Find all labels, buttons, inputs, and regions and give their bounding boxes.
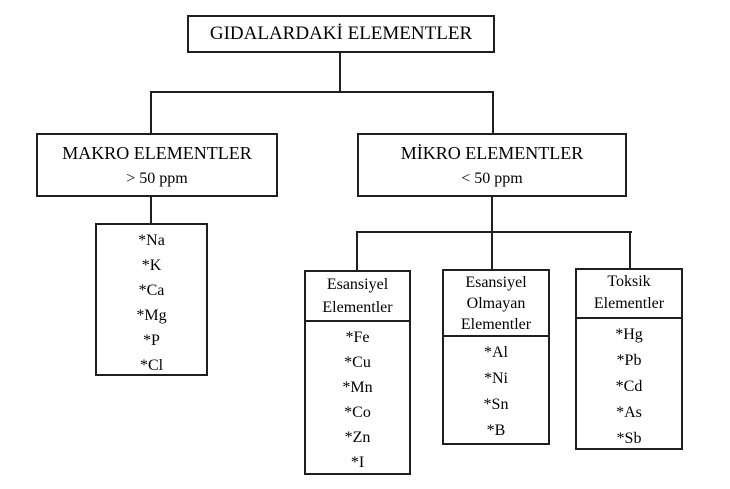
element-item: *Ca — [138, 282, 165, 299]
makro-element-list: *Na *K *Ca *Mg *P *Cl — [95, 223, 208, 376]
element-item: *Mg — [136, 307, 167, 324]
mikro-threshold: < 50 ppm — [461, 170, 523, 187]
header-line: Esansiyel — [465, 274, 527, 291]
connector-mikro-down — [491, 197, 493, 232]
mikro-elementler-node: MİKRO ELEMENTLER < 50 ppm — [357, 133, 627, 197]
toksik-elementler-header: Toksik Elementler — [577, 270, 681, 319]
esansiyel-olmayan-header: Esansiyel Olmayan Elementler — [444, 271, 548, 337]
element-item: *Sn — [483, 396, 509, 413]
root-node: GIDALARDAKİ ELEMENTLER — [187, 15, 495, 53]
element-item: *Fe — [345, 329, 370, 346]
connector-makro-to-list — [150, 197, 152, 223]
header-line: Olmayan — [466, 295, 526, 312]
element-item: *Al — [484, 344, 508, 361]
connector-toksik-drop — [629, 231, 631, 268]
connector-root-vertical — [339, 53, 341, 92]
element-item: *Hg — [615, 326, 643, 343]
element-item: *Mn — [342, 379, 373, 396]
toksik-elementler-node: Toksik Elementler *Hg *Pb *Cd *As *Sb — [575, 268, 683, 450]
header-line: Elementler — [322, 299, 393, 316]
makro-threshold: > 50 ppm — [126, 170, 188, 187]
header-line: Elementler — [593, 295, 665, 312]
esansiyel-elementler-header: Esansiyel Elementler — [306, 272, 409, 322]
connector-esansiyel-drop — [356, 231, 358, 270]
esansiyel-olmayan-elementler-node: Esansiyel Olmayan Elementler *Al *Ni *Sn… — [442, 269, 550, 445]
element-item: *Co — [344, 404, 371, 421]
element-item: *K — [141, 257, 162, 274]
connector-mikro-drop — [492, 91, 494, 133]
element-item: *Cd — [615, 378, 643, 395]
element-item: *Na — [138, 232, 165, 249]
element-item: *Cu — [344, 354, 371, 371]
header-line: Toksik — [607, 273, 651, 290]
element-item: *Cl — [139, 357, 164, 374]
element-item: *I — [350, 454, 365, 471]
element-item: *Zn — [344, 429, 371, 446]
makro-elementler-node: MAKRO ELEMENTLER > 50 ppm — [36, 133, 278, 197]
header-line: Elementler — [460, 316, 532, 333]
element-item: *Ni — [484, 370, 508, 387]
connector-olmayan-drop — [491, 231, 493, 269]
esansiyel-elementler-node: Esansiyel Elementler *Fe *Cu *Mn *Co *Zn… — [304, 270, 411, 475]
element-item: *Pb — [616, 352, 642, 369]
mikro-title: MİKRO ELEMENTLER — [400, 143, 584, 163]
connector-top-horizontal — [150, 91, 494, 93]
root-node-label: GIDALARDAKİ ELEMENTLER — [209, 23, 473, 44]
esansiyel-element-list: *Fe *Cu *Mn *Co *Zn *I — [306, 322, 409, 475]
esansiyel-olmayan-element-list: *Al *Ni *Sn *B — [444, 337, 548, 444]
toksik-element-list: *Hg *Pb *Cd *As *Sb — [577, 319, 681, 452]
element-item: *P — [143, 332, 160, 349]
makro-title: MAKRO ELEMENTLER — [62, 143, 252, 163]
element-item: *Sb — [616, 430, 642, 447]
header-line: Esansiyel — [326, 276, 389, 293]
connector-mid-horizontal — [356, 231, 632, 233]
element-item: *As — [616, 404, 642, 421]
connector-makro-drop — [150, 91, 152, 133]
element-item: *B — [486, 422, 506, 439]
